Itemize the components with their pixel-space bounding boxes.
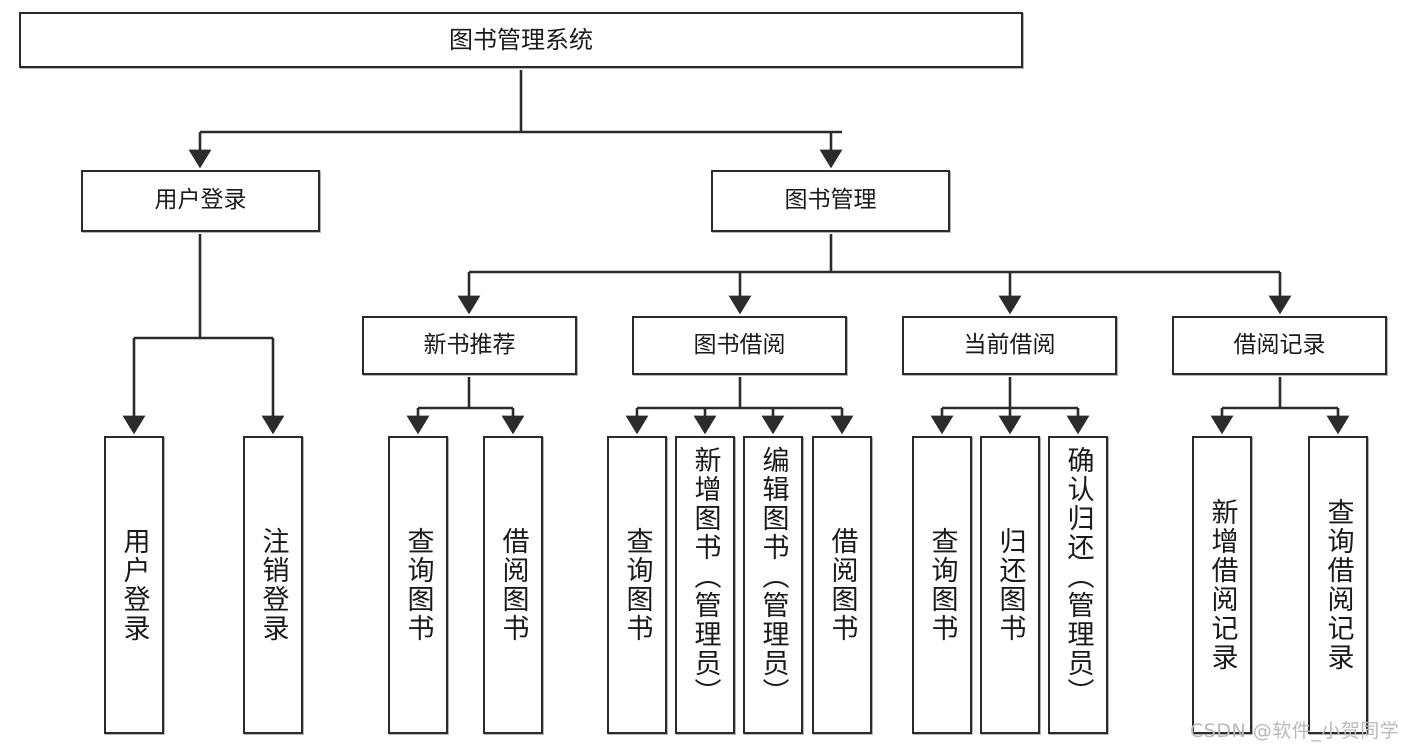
node-leaf-logout-login[interactable]: 注销登录 <box>243 436 303 734</box>
node-label: 查询图书 <box>926 527 958 643</box>
node-leaf-borrow-book-recommend[interactable]: 借阅图书 <box>483 436 543 734</box>
node-leaf-borrow-book[interactable]: 借阅图书 <box>812 436 872 734</box>
node-label: 用户登录 <box>118 527 150 643</box>
node-label: 查询借阅记录 <box>1322 498 1354 672</box>
node-label: 编辑图书（管理员） <box>757 446 789 707</box>
node-leaf-confirm-return[interactable]: 确认归还（管理员） <box>1048 436 1108 734</box>
node-label: 确认归还（管理员） <box>1062 446 1094 707</box>
node-label: 图书管理 <box>784 187 877 214</box>
node-label: 归还图书 <box>994 527 1026 643</box>
node-leaf-query-book-borrow[interactable]: 查询图书 <box>607 436 667 734</box>
node-label: 用户登录 <box>154 187 247 214</box>
node-label: 借阅图书 <box>497 527 529 643</box>
node-leaf-add-book[interactable]: 新增图书（管理员） <box>675 436 735 734</box>
node-leaf-add-borrow-record[interactable]: 新增借阅记录 <box>1192 436 1252 734</box>
node-leaf-return-book[interactable]: 归还图书 <box>980 436 1040 734</box>
node-leaf-query-book-recommend[interactable]: 查询图书 <box>388 436 448 734</box>
node-label: 注销登录 <box>257 527 289 643</box>
node-leaf-query-borrow-record[interactable]: 查询借阅记录 <box>1308 436 1368 734</box>
node-label: 图书管理系统 <box>449 25 593 54</box>
node-book-manage[interactable]: 图书管理 <box>711 170 950 232</box>
node-book-management-system[interactable]: 图书管理系统 <box>19 12 1023 68</box>
node-label: 新书推荐 <box>423 331 516 358</box>
node-label: 新增图书（管理员） <box>689 446 721 707</box>
node-new-book-recommend[interactable]: 新书推荐 <box>362 316 577 375</box>
node-label: 当前借阅 <box>963 331 1056 358</box>
node-leaf-user-login[interactable]: 用户登录 <box>104 436 164 734</box>
csdn-watermark: CSDN @软件_小贺同学 <box>1190 720 1400 742</box>
node-leaf-query-book-current[interactable]: 查询图书 <box>912 436 972 734</box>
node-borrow-record[interactable]: 借阅记录 <box>1172 316 1387 375</box>
node-label: 查询图书 <box>402 527 434 643</box>
node-label: 新增借阅记录 <box>1206 498 1238 672</box>
node-label: 查询图书 <box>621 527 653 643</box>
node-user-login[interactable]: 用户登录 <box>81 170 320 232</box>
node-label: 图书借阅 <box>693 331 786 358</box>
node-current-borrow[interactable]: 当前借阅 <box>902 316 1117 375</box>
node-book-borrow[interactable]: 图书借阅 <box>632 316 847 375</box>
node-label: 借阅记录 <box>1233 331 1326 358</box>
node-label: 借阅图书 <box>826 527 858 643</box>
node-leaf-edit-book[interactable]: 编辑图书（管理员） <box>743 436 803 734</box>
